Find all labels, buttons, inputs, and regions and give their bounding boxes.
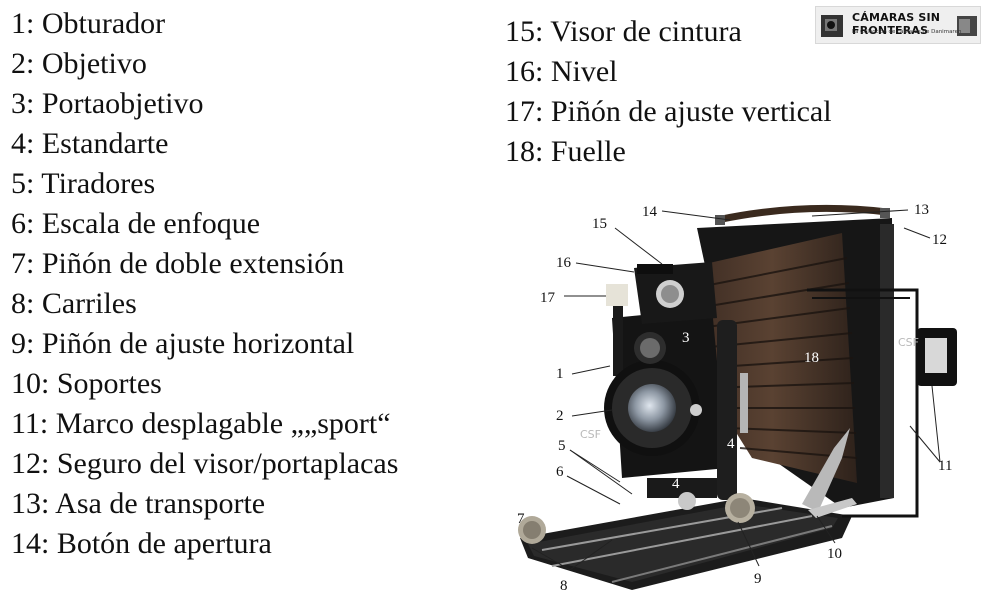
- callout-5: 5: [558, 438, 566, 454]
- callout-15: 15: [592, 216, 607, 232]
- callout-13: 13: [914, 202, 929, 218]
- callout-7: 7: [517, 511, 525, 527]
- legend-item-4: 4: Estandarte: [11, 127, 169, 160]
- callout-8: 8: [560, 578, 568, 594]
- callout-6: 6: [556, 464, 564, 480]
- legend-item-17: 17: Piñón de ajuste vertical: [505, 95, 832, 128]
- legend-item-1: 1: Obturador: [11, 7, 166, 40]
- camera-photo: CSF CSF 1 2 3 4 4 5 6 7 8 9 10 11 12 13: [517, 202, 957, 594]
- legend-item-5: 5: Tiradores: [11, 167, 156, 200]
- callout-11: 11: [938, 458, 952, 474]
- callout-16: 16: [556, 255, 572, 271]
- legend-item-8: 8: Carriles: [11, 287, 137, 320]
- callout-2: 2: [556, 408, 564, 424]
- logo-subtitle: La Colección de cámaras de Danimaren: [852, 29, 962, 35]
- legend-item-16: 16: Nivel: [505, 55, 618, 88]
- legend-item-11: 11: Marco desplagable „„sport“: [11, 407, 391, 440]
- focus-knobs: [518, 492, 755, 544]
- supports: [802, 428, 857, 518]
- callout-4b: 4: [672, 476, 680, 492]
- callout-10: 10: [827, 546, 842, 562]
- sport-frame: [807, 288, 957, 518]
- watermark-2: CSF: [580, 428, 601, 441]
- callout-labels: 1 2 3 4 4 5 6 7 8 9 10 11 12 13 14 15 16…: [517, 202, 952, 594]
- legend-item-14: 14: Botón de apertura: [11, 527, 272, 560]
- vertical-pinion-knob: [606, 284, 628, 376]
- watermark-1: CSF: [898, 336, 919, 349]
- legend-item-10: 10: Soportes: [11, 367, 162, 400]
- legend-left-column: 1: Obturador 2: Objetivo 3: Portaobjetiv…: [11, 4, 398, 564]
- legend-item-7: 7: Piñón de doble extensión: [11, 247, 345, 280]
- legend-item-9: 9: Piñón de ajuste horizontal: [11, 327, 355, 360]
- callout-1: 1: [556, 366, 564, 382]
- legend-right-column: 15: Visor de cintura 16: Nivel 17: Piñón…: [505, 12, 832, 172]
- legend-item-18: 18: Fuelle: [505, 135, 626, 168]
- legend-item-15: 15: Visor de cintura: [505, 15, 742, 48]
- camera-bed: [520, 498, 852, 590]
- callout-9: 9: [754, 571, 762, 587]
- shutter-lens: [604, 332, 702, 456]
- callout-4a: 4: [727, 436, 735, 452]
- camera-logo-icon: [821, 15, 977, 37]
- callout-3: 3: [682, 330, 690, 346]
- legend-item-3: 3: Portaobjetivo: [11, 87, 204, 120]
- callout-14: 14: [642, 204, 658, 220]
- site-logo: CÁMARAS SIN FRONTERAS La Colección de cá…: [815, 6, 981, 44]
- legend-item-13: 13: Asa de transporte: [11, 487, 266, 520]
- callout-lines: [531, 209, 941, 571]
- carrying-handle: [715, 204, 890, 225]
- callout-12: 12: [932, 232, 947, 248]
- logo-title: CÁMARAS SIN FRONTERAS: [852, 11, 941, 37]
- legend-item-6: 6: Escala de enfoque: [11, 207, 261, 240]
- legend-item-2: 2: Objetivo: [11, 47, 147, 80]
- legend-item-12: 12: Seguro del visor/portaplacas: [11, 447, 399, 480]
- callout-18: 18: [804, 350, 819, 366]
- waist-viewfinder: [634, 262, 717, 324]
- callout-17: 17: [540, 290, 556, 306]
